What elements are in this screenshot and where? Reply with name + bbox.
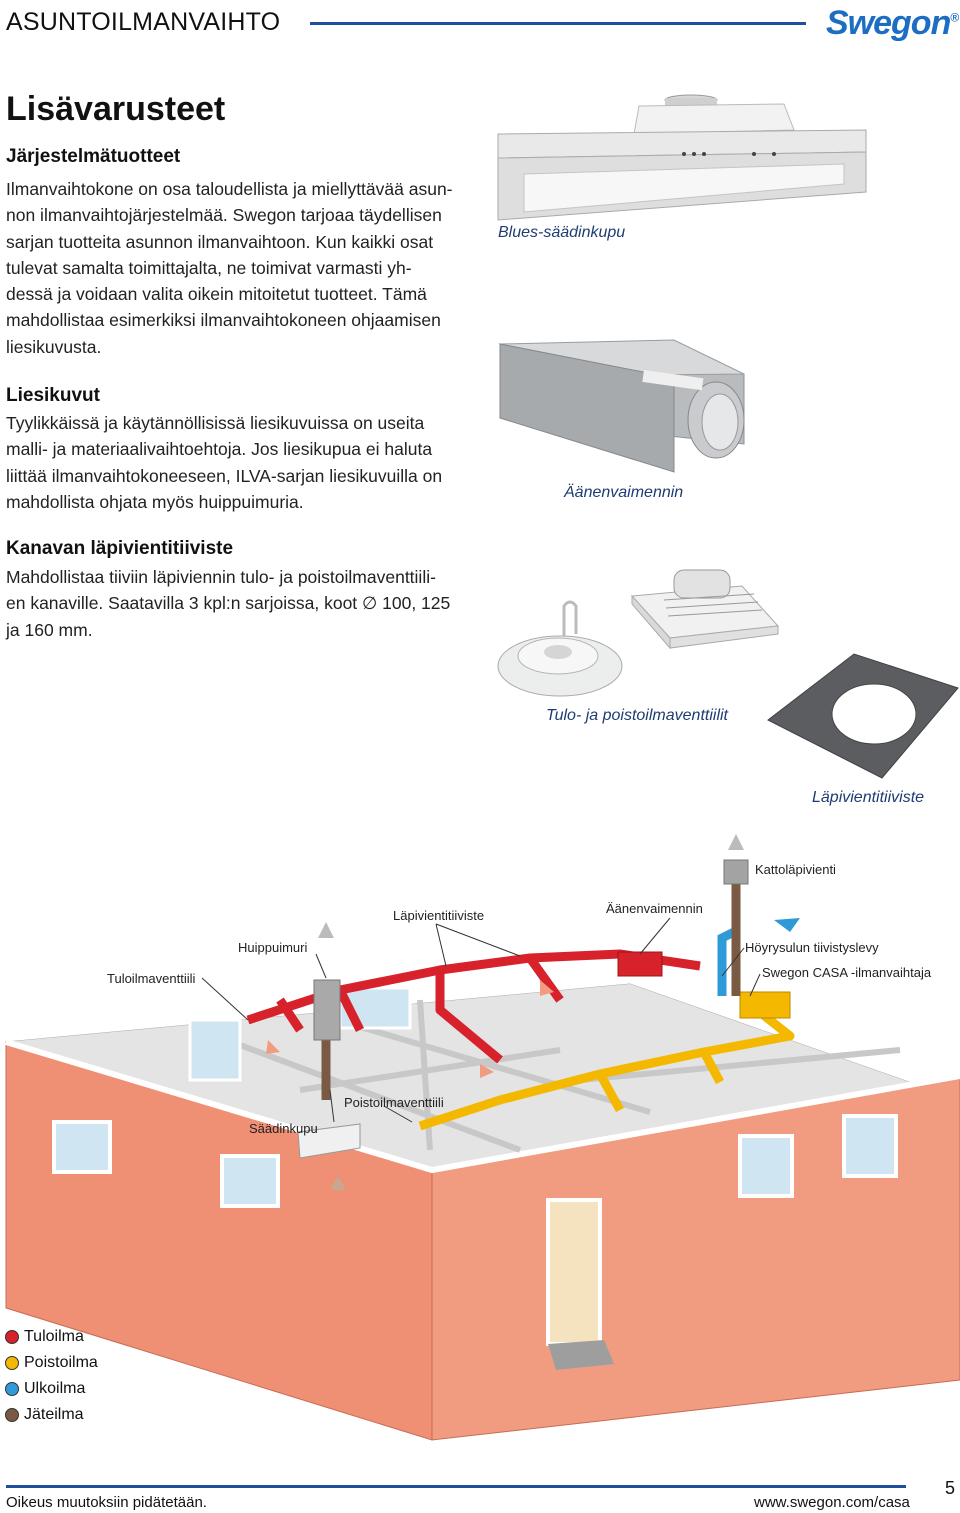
silencer-image xyxy=(498,339,745,473)
ventilation-house-diagram xyxy=(5,834,960,1441)
footer-url-link[interactable]: www.swegon.com/casa xyxy=(754,1494,910,1511)
page-title: Lisävarusteet xyxy=(6,90,226,128)
caption-seal: Läpivientitiiviste xyxy=(812,789,925,806)
legend-label: Poistoilma xyxy=(24,1354,98,1371)
page-number: 5 xyxy=(945,1478,956,1498)
valves-image xyxy=(497,569,780,697)
text-line: Ilmanvaihtokone on osa taloudellista ja … xyxy=(6,179,453,199)
logo-text: Swegon xyxy=(826,4,951,42)
text-line: mahdollistaa esimerkiksi ilmanvaihtokone… xyxy=(6,310,441,331)
label-swegon-casa: Swegon CASA -ilmanvaihtaja xyxy=(762,965,932,980)
text-line: non ilmanvaihtojärjestelmää. Swegon tarj… xyxy=(6,205,442,226)
legend-item-poistoilma: Poistoilma xyxy=(5,1350,98,1376)
text-line: dessä ja voidaan valita oikein mitoitetu… xyxy=(6,284,427,305)
section-body-liesikuvut: Tyylikkäissä ja käytännöllisissä liesiku… xyxy=(6,410,476,515)
label-poistoilmaventtiili: Poistoilmaventtiili xyxy=(344,1095,444,1110)
footer-note: Oikeus muutoksiin pidätetään. xyxy=(6,1494,207,1511)
label-huippuimuri: Huippuimuri xyxy=(238,940,308,955)
caption-silencer: Äänenvaimennin xyxy=(564,484,684,501)
label-tuloilmaventtiili: Tuloilmaventtiili xyxy=(107,971,196,986)
text-line: liesikuvusta. xyxy=(6,336,102,357)
label-aanenvaimennin: Äänenvaimennin xyxy=(606,901,703,916)
air-flow-legend: Tuloilma Poistoilma Ulkoilma Jäteilma xyxy=(5,1324,98,1428)
text-line: Mahdollistaa tiiviin läpiviennin tulo- j… xyxy=(6,567,436,587)
legend-item-tuloilma: Tuloilma xyxy=(5,1324,98,1350)
legend-label: Tuloilma xyxy=(24,1328,84,1345)
text-line: sarjan tuotteita asunnon ilmanvaihtoon. … xyxy=(6,231,434,252)
header-divider xyxy=(310,22,806,25)
legend-label: Jäteilma xyxy=(24,1406,84,1423)
legend-item-jateilma: Jäteilma xyxy=(5,1402,98,1428)
section-body-jarjestelmatuotteet: Ilmanvaihtokone on osa taloudellista ja … xyxy=(6,176,476,360)
legend-dot-red xyxy=(5,1330,19,1344)
caption-hood: Blues-säädinkupu xyxy=(498,224,626,241)
caption-valves: Tulo- ja poistoilmaventtiilit xyxy=(546,707,728,724)
legend-label: Ulkoilma xyxy=(24,1380,86,1397)
text-line: en kanaville. Saatavilla 3 kpl:n sarjois… xyxy=(6,593,451,614)
text-line: ja 160 mm. xyxy=(6,619,93,640)
header-title: ASUNTOILMANVAIHTO xyxy=(6,8,281,36)
label-kattolapivienti: Kattoläpivienti xyxy=(755,862,836,877)
swegon-logo: Swegon® xyxy=(826,4,959,43)
section-heading-jarjestelmatuotteet: Järjestelmätuotteet xyxy=(6,146,181,167)
text-line: tulevat samalta toimittajalta, ne toimiv… xyxy=(6,257,412,278)
text-line: Tyylikkäissä ja käytännöllisissä liesiku… xyxy=(6,413,425,433)
footer-divider xyxy=(6,1485,906,1488)
logo-registered-mark: ® xyxy=(950,10,959,25)
legend-dot-blue xyxy=(5,1382,19,1396)
cooker-hood-image xyxy=(497,94,867,221)
text-line: malli- ja materiaalivaihtoehtoja. Jos li… xyxy=(6,439,433,460)
exhaust-air-ducts xyxy=(418,994,795,1131)
text-line: mahdollista ohjata myös huippuimuria. xyxy=(6,491,304,512)
seal-image xyxy=(767,653,959,779)
label-saadinkupu: Säädinkupu xyxy=(249,1121,318,1136)
legend-dot-yellow xyxy=(5,1356,19,1370)
section-heading-liesikuvut: Liesikuvut xyxy=(6,385,100,406)
label-lapivientitiiviste: Läpivientitiiviste xyxy=(393,908,485,923)
section-body-lapivientitiiviste: Mahdollistaa tiiviin läpiviennin tulo- j… xyxy=(6,564,476,643)
label-hoyrysulun-tiivistyslevy: Höyrysulun tiivistyslevy xyxy=(745,940,879,955)
section-heading-lapivientitiiviste: Kanavan läpivientitiiviste xyxy=(6,538,234,559)
legend-dot-brown xyxy=(5,1408,19,1422)
legend-item-ulkoilma: Ulkoilma xyxy=(5,1376,98,1402)
text-line: liittää ilmanvaihtokoneeseen, ILVA-sarja… xyxy=(6,465,443,486)
